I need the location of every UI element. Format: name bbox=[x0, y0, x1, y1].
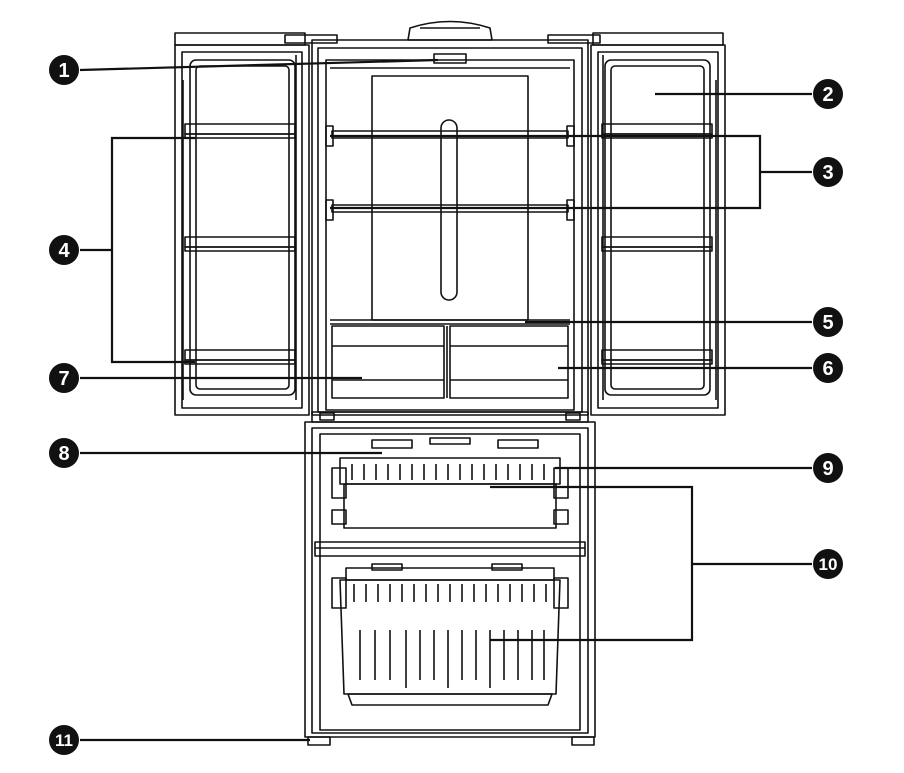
svg-text:10: 10 bbox=[819, 555, 838, 574]
callout-7: 7 bbox=[49, 363, 79, 393]
callout-3: 3 bbox=[813, 157, 843, 187]
callout-10: 10 bbox=[813, 549, 843, 579]
right-door bbox=[590, 44, 726, 416]
callout-9: 9 bbox=[813, 453, 843, 483]
svg-text:1: 1 bbox=[58, 60, 69, 82]
glass-shelves bbox=[325, 125, 575, 325]
callout-5: 5 bbox=[813, 307, 843, 337]
svg-text:11: 11 bbox=[55, 731, 73, 750]
svg-text:5: 5 bbox=[822, 312, 833, 334]
leader-lines bbox=[79, 58, 812, 742]
callout-4: 4 bbox=[49, 235, 79, 265]
crisper-drawers bbox=[331, 325, 569, 399]
callouts: 1 2 3 4 5 6 7 8 bbox=[49, 55, 843, 755]
top-hinges bbox=[174, 20, 724, 46]
svg-text:3: 3 bbox=[822, 162, 833, 184]
svg-text:2: 2 bbox=[822, 84, 833, 106]
rear-air-duct bbox=[371, 75, 529, 321]
svg-text:6: 6 bbox=[822, 358, 833, 380]
leveling-feet bbox=[307, 736, 595, 746]
callout-1: 1 bbox=[49, 55, 79, 85]
svg-text:8: 8 bbox=[58, 443, 69, 465]
svg-text:4: 4 bbox=[58, 240, 70, 262]
callout-8: 8 bbox=[49, 438, 79, 468]
left-door bbox=[174, 44, 310, 416]
freezer-cabinet bbox=[304, 421, 596, 738]
callout-6: 6 bbox=[813, 353, 843, 383]
lower-freezer-drawer bbox=[331, 563, 569, 706]
callout-11: 11 bbox=[49, 725, 79, 755]
freezer-rail bbox=[314, 541, 586, 557]
upper-freezer-drawer bbox=[331, 457, 569, 529]
svg-text:9: 9 bbox=[822, 458, 833, 480]
compartment-divider bbox=[311, 411, 589, 423]
svg-text:7: 7 bbox=[58, 368, 69, 390]
callout-2: 2 bbox=[813, 79, 843, 109]
